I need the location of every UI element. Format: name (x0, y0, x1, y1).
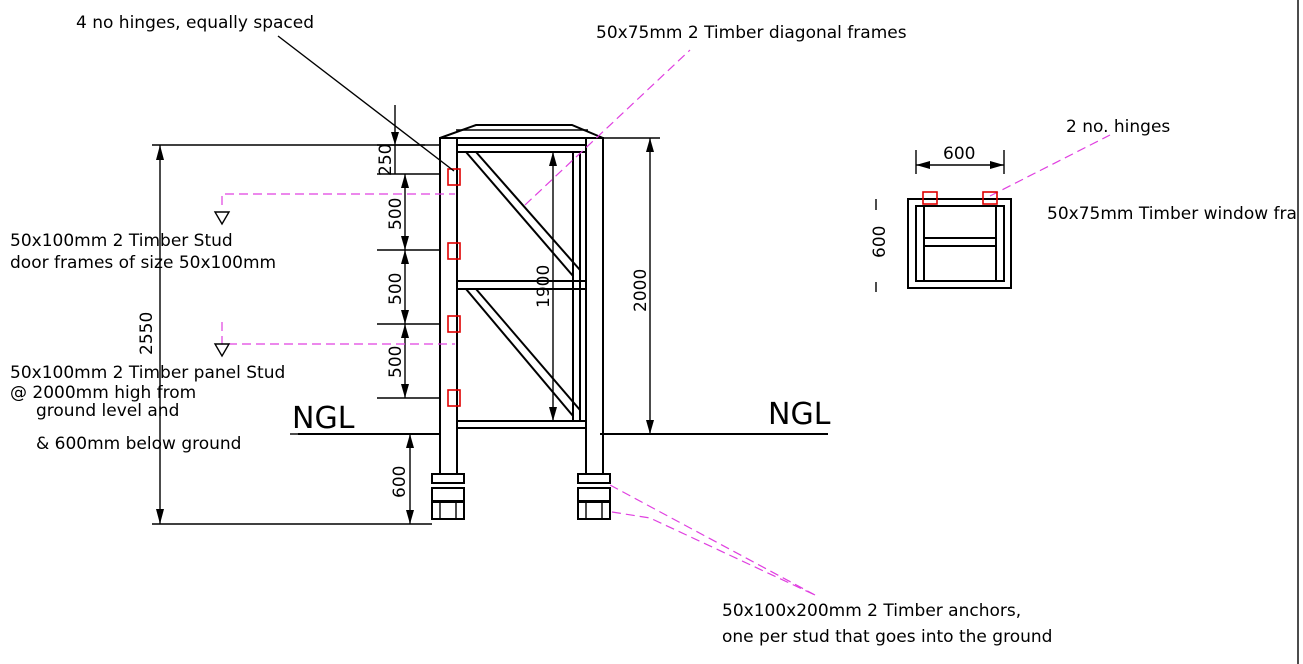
ngl-left-label: NGL (292, 401, 355, 436)
leader-hinges (277, 35, 455, 172)
dim-inner-frame: 1900 (534, 152, 557, 421)
dim-500-c-label: 500 (386, 346, 406, 378)
hinge-2 (447, 242, 461, 260)
dim-segments: 250 500 500 500 (376, 105, 440, 399)
note-hinges-gate: 4 no hinges, equally spaced (76, 13, 314, 33)
note-door-stud-2: door frames of size 50x100mm (10, 253, 276, 273)
leader-diagonal (524, 49, 691, 206)
note-panel-stud-4: & 600mm below ground (36, 434, 241, 454)
gate-top-cap (439, 124, 604, 139)
dim-2550-label: 2550 (137, 312, 157, 355)
gate-hinges (447, 168, 461, 407)
dim-window-height-label: 600 (870, 226, 890, 258)
ngl-right: NGL (768, 397, 831, 432)
ngl-left: NGL (292, 401, 355, 436)
note-window-frame: 50x75mm Timber window fra (1047, 204, 1297, 224)
leader-window-hinges (989, 134, 1111, 197)
note-diagonal-frames: 50x75mm 2 Timber diagonal frames (596, 23, 907, 43)
note-door-stud-1: 50x100mm 2 Timber Stud (10, 231, 233, 251)
dim-250-label: 250 (376, 144, 396, 176)
leader-anchors (609, 484, 816, 596)
window-frame (907, 198, 1012, 289)
dim-total-height: 2550 (137, 144, 440, 525)
dim-600-label: 600 (390, 466, 410, 498)
ngl-right-label: NGL (768, 397, 831, 432)
hinge-3 (447, 315, 461, 333)
dim-500-a-label: 500 (386, 198, 406, 230)
dim-below-ground: 600 (390, 434, 414, 524)
note-window-hinges: 2 no. hinges (1066, 117, 1170, 137)
right-stud (585, 137, 604, 475)
dim-window-width: 600 (915, 144, 1005, 174)
left-stud (439, 137, 458, 475)
diagonal-braces (465, 151, 581, 417)
dim-1900-label: 1900 (534, 265, 554, 308)
level-marker-1 (213, 211, 231, 226)
left-anchor (431, 473, 465, 520)
leader-door-stud (213, 193, 455, 226)
level-marker-2 (213, 343, 231, 358)
hinge-1 (447, 168, 461, 186)
right-anchor (577, 473, 611, 520)
dim-window-height: 600 (870, 199, 890, 292)
window-hinges (922, 191, 998, 205)
leader-panel-stud (213, 322, 455, 358)
dim-window-width-label: 600 (943, 144, 975, 164)
dim-2000-label: 2000 (631, 269, 651, 312)
note-anchors-2: one per stud that goes into the ground (722, 627, 1052, 647)
note-panel-stud-2: @ 2000mm high from (10, 383, 196, 403)
note-panel-stud-3: ground level and (36, 401, 179, 421)
note-anchors-1: 50x100x200mm 2 Timber anchors, (722, 601, 1021, 621)
dim-500-b-label: 500 (386, 273, 406, 305)
gate-frame-rails (457, 144, 586, 429)
note-panel-stud-1: 50x100mm 2 Timber panel Stud (10, 363, 285, 383)
dim-gate-height: 2000 (603, 137, 660, 434)
hinge-4 (447, 389, 461, 407)
